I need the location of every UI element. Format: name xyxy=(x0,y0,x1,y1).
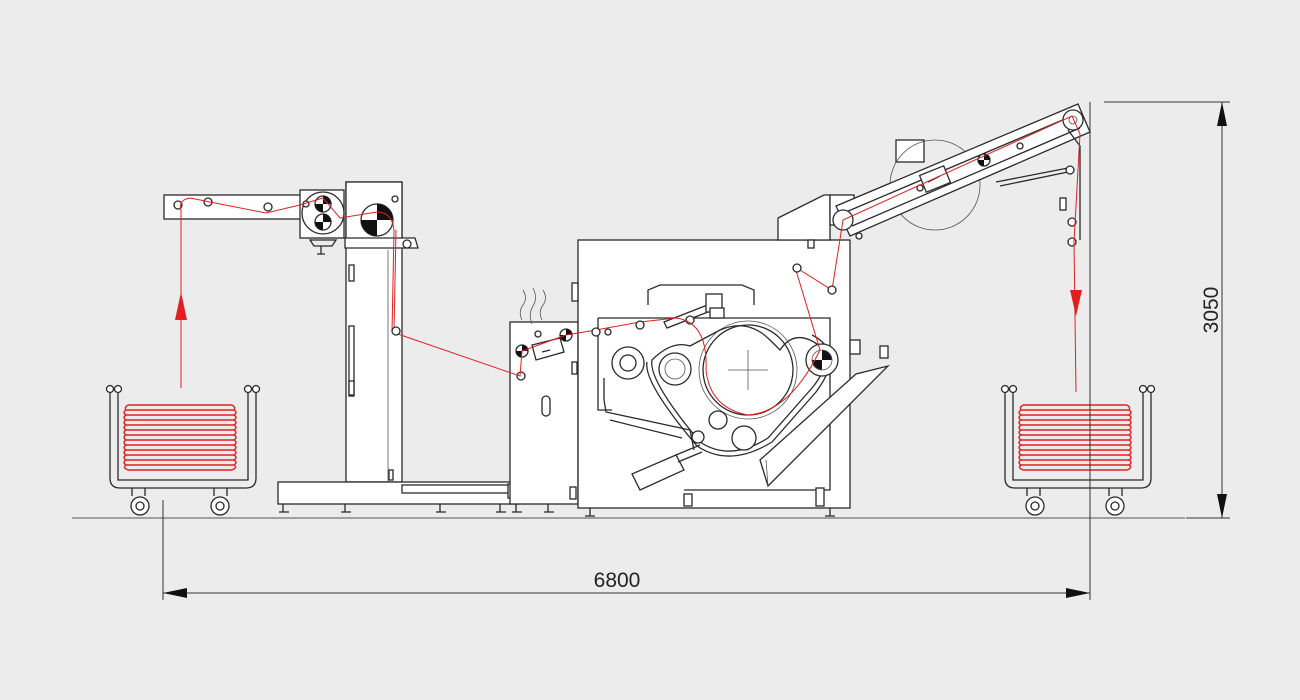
length-dimension: 6800 xyxy=(162,102,1091,600)
dimension-arrow-down-icon xyxy=(1217,494,1227,518)
unwinder-stand xyxy=(163,181,519,513)
right-fabric-trolley xyxy=(1000,384,1156,516)
height-dimension: 3050 xyxy=(1104,101,1230,519)
left-fabric-stack xyxy=(123,404,237,471)
dimension-arrow-right-icon xyxy=(1066,588,1090,598)
material-path xyxy=(175,115,1082,416)
guide-rollers xyxy=(391,263,837,337)
dimension-arrow-up-icon xyxy=(1217,102,1227,126)
steam-unit xyxy=(509,287,579,513)
down-arrow-icon xyxy=(1070,290,1082,316)
main-machine-body xyxy=(571,239,891,517)
inclined-conveyor xyxy=(777,103,1091,249)
left-fabric-trolley xyxy=(105,384,261,516)
length-dimension-label: 6800 xyxy=(594,569,641,592)
dimension-arrow-left-icon xyxy=(163,588,187,598)
up-arrow-icon xyxy=(175,292,187,320)
right-fabric-stack xyxy=(1018,404,1132,471)
height-dimension-label: 3050 xyxy=(1200,287,1223,334)
